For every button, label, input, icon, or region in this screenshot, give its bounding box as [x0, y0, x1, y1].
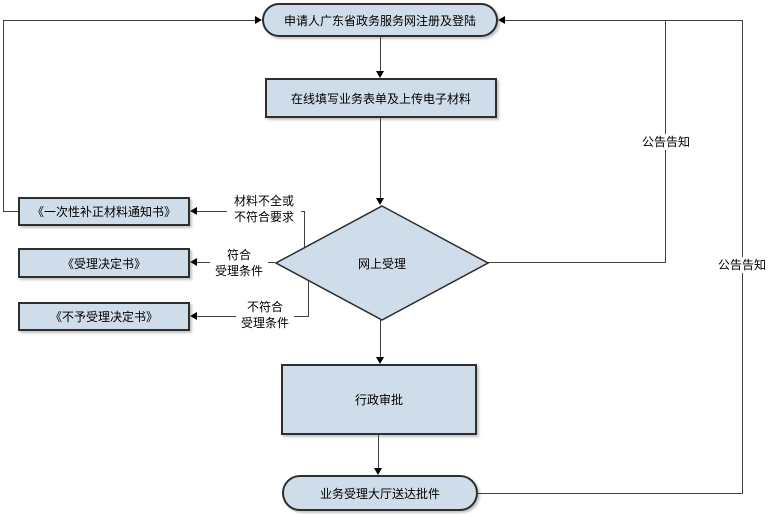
line-approval-to-delivery [378, 435, 379, 468]
arrowhead-into-rejection-icon [190, 312, 197, 320]
node-fill-form: 在线填写业务表单及上传电子材料 [265, 78, 497, 118]
line-delivery-notice-horizontal [478, 493, 743, 494]
arrowhead-into-approval-icon [376, 357, 384, 364]
node-admin-approval: 行政审批 [281, 364, 477, 435]
node-online-review: 网上受理 [275, 205, 489, 321]
node-delivery: 业务受理大厅送达批件 [282, 475, 478, 511]
node-fill-form-label: 在线填写业务表单及上传电子材料 [290, 91, 471, 106]
line-review-to-rejection-vertical [308, 281, 309, 316]
line-register-to-fillform [380, 37, 381, 71]
node-correction-notice-label: 《一次性补正材料通知书》 [31, 205, 176, 219]
node-rejection-decision-label: 《不予受理决定书》 [49, 310, 158, 324]
node-online-review-label: 网上受理 [357, 256, 406, 271]
edge-label-meets-conditions: 符合 受理条件 [210, 247, 268, 279]
node-correction-notice: 《一次性补正材料通知书》 [18, 197, 190, 226]
arrowhead-into-acceptance-icon [190, 258, 197, 266]
node-rejection-decision: 《不予受理决定书》 [18, 302, 190, 331]
arrowhead-into-correction-icon [190, 207, 197, 215]
arrowhead-into-register-left-icon [255, 16, 262, 24]
arrowhead-into-review-icon [376, 198, 384, 205]
edge-label-materials-incomplete: 材料不全或 不符合要求 [227, 193, 301, 225]
line-correction-loop-vertical [3, 20, 4, 211]
edge-label-fails-conditions: 不符合 受理条件 [236, 299, 294, 331]
line-review-to-correction-vertical [304, 211, 305, 248]
line-correction-loop-stub [3, 211, 18, 212]
node-register-login: 申请人广东省政务服务网注册及登陆 [262, 3, 498, 37]
node-delivery-label: 业务受理大厅送达批件 [319, 486, 440, 501]
line-review-notice-horizontal [488, 262, 665, 263]
line-top-return-to-register [505, 20, 742, 21]
line-review-to-approval [380, 320, 381, 357]
line-correction-loop-top [3, 20, 255, 21]
node-acceptance-decision-label: 《受理决定书》 [61, 256, 146, 271]
line-fillform-to-review [380, 118, 381, 198]
node-acceptance-decision: 《受理决定书》 [18, 248, 190, 278]
arrowhead-into-delivery-icon [374, 468, 382, 475]
edge-label-public-notice-outer: 公告告知 [714, 257, 769, 273]
diamond-shape-icon [275, 205, 489, 321]
edge-label-public-notice-upper: 公告告知 [638, 134, 694, 150]
node-register-login-label: 申请人广东省政务服务网注册及登陆 [283, 13, 476, 28]
arrowhead-into-fillform-icon [376, 71, 384, 78]
arrowhead-into-register-right-icon [498, 16, 505, 24]
node-admin-approval-label: 行政审批 [354, 393, 403, 407]
